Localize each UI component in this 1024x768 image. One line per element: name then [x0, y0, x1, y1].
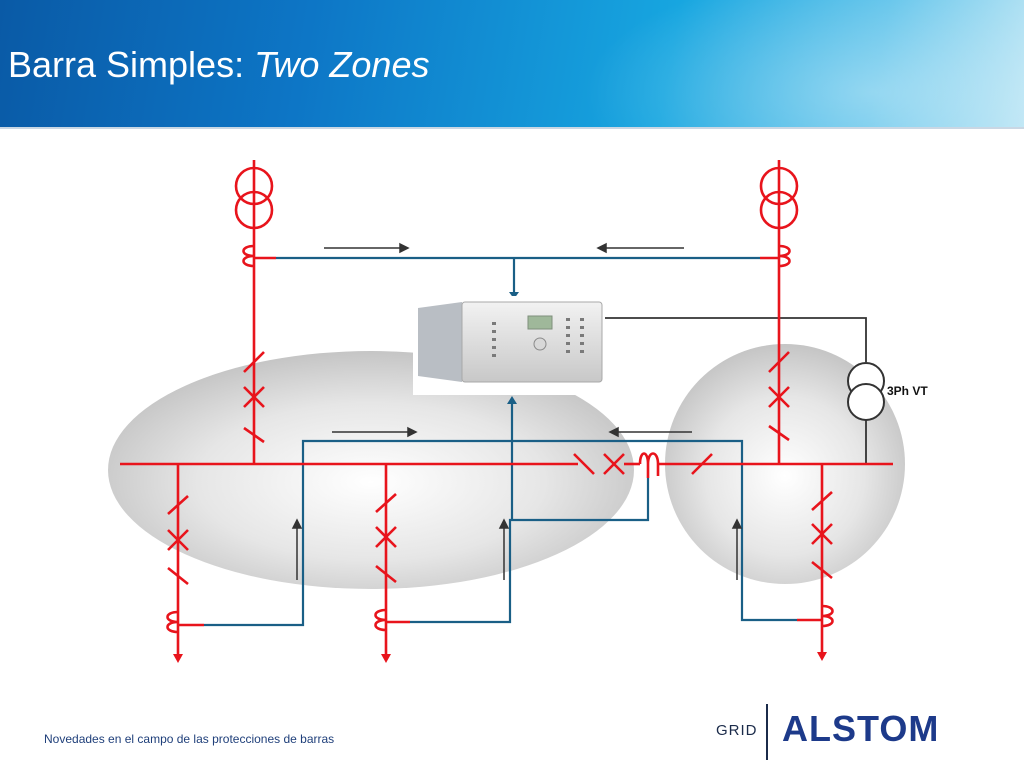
ct-incomer-right — [778, 244, 791, 268]
transformer-left-lower — [234, 190, 274, 230]
relay-input-arrow — [509, 292, 519, 299]
header-sheen — [560, 0, 1024, 127]
zone-1-ellipse — [108, 351, 634, 589]
title-plain: Barra Simples: — [8, 44, 255, 85]
transformer-left-upper — [234, 166, 274, 206]
relay-leds — [492, 318, 584, 357]
vt-wire — [604, 317, 867, 362]
vt-label: 3Ph VT — [887, 384, 928, 398]
transformer-right-lower — [759, 190, 799, 230]
relay-output-arrow — [507, 396, 517, 404]
ct-feeder-2 — [374, 608, 387, 632]
ct-incomer-left — [242, 244, 255, 268]
zone-2-ct-loop — [204, 439, 797, 627]
feeder-output-arrows — [173, 652, 827, 663]
current-arrows — [291, 242, 743, 580]
zone-1-ct-loop — [410, 478, 650, 624]
protection-relay — [413, 296, 605, 395]
voltage-transformer — [847, 362, 885, 421]
coupler-isolator-right — [691, 453, 713, 475]
transformer-right-upper — [759, 166, 799, 206]
relay-side — [418, 302, 462, 382]
primary-circuit — [120, 160, 893, 654]
secondary-wiring — [204, 256, 797, 627]
footer-caption: Novedades en el campo de las proteccione… — [44, 732, 335, 746]
title-italic: Two Zones — [254, 44, 430, 85]
ct-bus-coupler — [638, 452, 660, 476]
ct-feeder-1 — [166, 610, 179, 634]
alstom-grid-logo: GRID ALSTOM — [716, 700, 976, 762]
relay-front — [461, 301, 603, 383]
coupler-isolator-left — [573, 453, 595, 475]
relay-keypad — [533, 337, 547, 351]
header-divider — [0, 127, 1024, 129]
logo-brand-text: ALSTOM — [782, 708, 940, 749]
logo-grid-text: GRID — [716, 722, 758, 739]
ct-feeder-3 — [821, 604, 834, 628]
page-title: Barra Simples: Two Zones — [8, 44, 429, 86]
relay-lcd — [527, 315, 553, 330]
current-transformers — [166, 244, 834, 634]
header-banner: Barra Simples: Two Zones — [0, 0, 1024, 127]
logo-separator — [766, 704, 768, 760]
